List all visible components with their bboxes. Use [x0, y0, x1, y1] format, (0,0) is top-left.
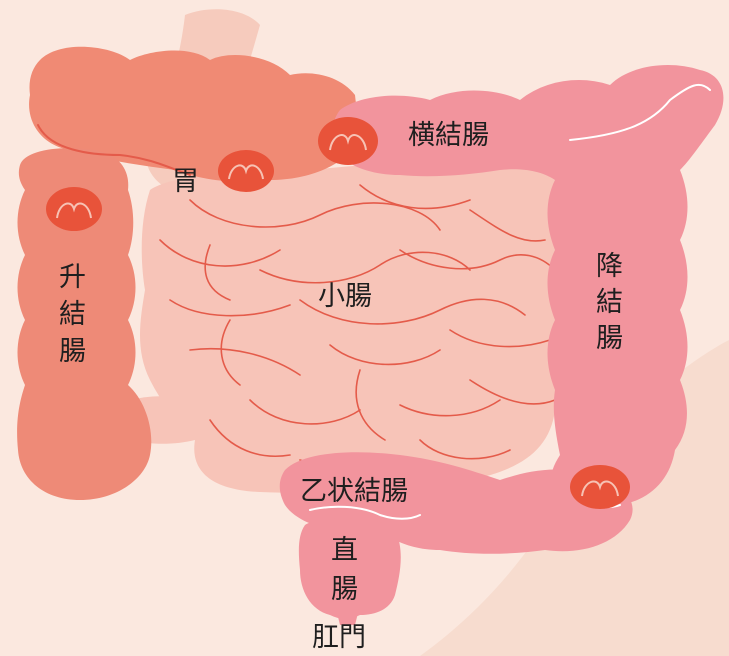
anal-canal	[335, 605, 360, 625]
polyp-spot-stomach	[218, 150, 274, 192]
ascending-colon-label-2: 結	[59, 299, 86, 330]
small-intestine	[130, 159, 567, 493]
transverse-descending-colon	[332, 65, 724, 517]
transverse-colon-left	[29, 46, 361, 182]
ascending-colon-label-3: 腸	[59, 336, 86, 367]
ascending-colon-label-1: 升	[59, 262, 86, 293]
stomach-label: 胃	[172, 166, 199, 197]
sigmoid-colon-label: 乙状結腸	[300, 476, 408, 507]
anus-label: 肛門	[312, 622, 366, 653]
rectum-shape	[298, 518, 401, 619]
polyp-spot-descending	[570, 465, 630, 509]
descending-colon-label-1: 降	[596, 251, 623, 282]
rectum-label-1: 直	[331, 535, 358, 566]
descending-colon-label-3: 腸	[596, 323, 623, 354]
small-intestine-label: 小腸	[318, 281, 372, 312]
rectum-label-2: 腸	[331, 574, 358, 605]
polyp-spot-transverse	[318, 117, 378, 165]
descending-colon-label-2: 結	[596, 287, 623, 318]
transverse-colon-label: 横結腸	[408, 120, 489, 151]
polyp-spot-ascending	[46, 187, 102, 231]
ascending-colon-shape	[17, 148, 152, 500]
